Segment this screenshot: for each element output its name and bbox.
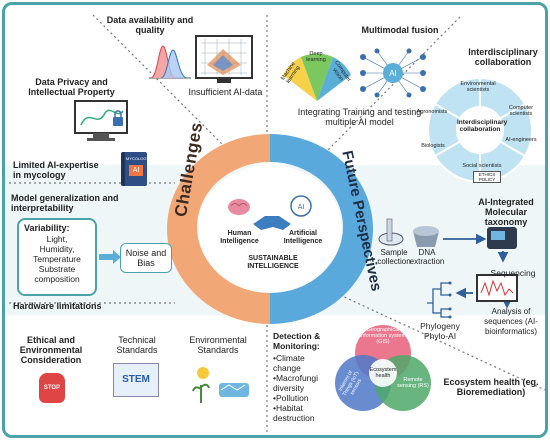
detection-item: •Climate change [273, 353, 305, 373]
ai-molecular-taxonomy-label: AI-Integrated Molecular taxonomy [478, 197, 534, 227]
variability-item: Light, [46, 234, 68, 244]
detection-item: •Macrofungi diversity [273, 373, 319, 393]
venn-rs-label: Remote sensing (RS) [397, 377, 429, 389]
interdisciplinary-collaboration-label: Interdisciplinary collaboration [468, 47, 538, 67]
collab-role-label: Agronomists [416, 109, 448, 115]
variability-title: Variability: [24, 223, 70, 233]
detection-list: •Climate change •Macrofungi diversity •P… [273, 353, 335, 423]
collab-center-label: Interdisciplinary collaboration [457, 119, 508, 133]
variability-item: Temperature [33, 254, 81, 264]
data-availability-label: Data availability and quality [106, 15, 194, 35]
artificial-intelligence-label: Artificial Intelligence [283, 230, 323, 245]
arrow-right-icon [99, 250, 121, 264]
environmental-standards-label: Environmental Standards [189, 335, 247, 355]
integrating-label: Integrating Training and testing multipl… [297, 107, 422, 127]
stop-hand-icon: STOP [39, 373, 65, 403]
handshake-icon [253, 216, 291, 230]
hardware-limitations-label: Hardware limitations [13, 301, 102, 311]
stop-label: STOP [43, 385, 61, 391]
distribution-chart-icon [149, 45, 191, 79]
variability-item: Humidity, [39, 244, 75, 254]
variability-item: Substrate [38, 264, 76, 274]
mycology-book-icon: MYCOLOGY AI [121, 152, 150, 186]
ai-head-label: AI [298, 204, 305, 211]
dna-extraction-label: DNA extraction [409, 248, 445, 266]
collab-role-label: Biologists [421, 143, 445, 149]
multimodal-fusion-label: Multimodal fusion [361, 25, 439, 35]
variability-box: Variability: Light, Humidity, Temperatur… [17, 218, 97, 296]
future-half [270, 134, 373, 324]
phylogeny-label: Phylogeny Phylo-AI [420, 321, 460, 341]
collab-role-label: Social scientists [462, 163, 502, 169]
environment-icon [192, 367, 249, 403]
stem-label: STEM [122, 374, 150, 385]
privacy-monitor-icon [74, 100, 128, 141]
fusion-segment-label: Deep learning [306, 51, 326, 63]
sustainable-intelligence-label: SUSTAINABLE INTELLIGENCE [247, 255, 299, 270]
collab-role-label: Environmental scientists [460, 81, 496, 93]
collab-role-label: Computer scientists [508, 105, 534, 117]
model-generalization-label: Model generalization and interpretabilit… [11, 193, 119, 213]
human-intelligence-label: Human Intelligence [220, 230, 259, 245]
stem-icon: STEM [113, 363, 159, 397]
venn-gis-label: Geographical information system (GIS) [359, 327, 407, 345]
technical-standards-label: Technical Standards [116, 335, 158, 355]
venn-ecosystem-label: Ecosystem health [369, 367, 397, 379]
variability-item: composition [34, 274, 80, 284]
collaboration-wheel [427, 77, 533, 183]
detection-item: •Pollution [273, 393, 309, 403]
challenges-half [167, 134, 270, 324]
sequencing-label: Sequencing [490, 268, 536, 278]
collab-role-label: AI-engineers [505, 137, 537, 143]
sample-collection-label: Sample collection [377, 248, 411, 266]
limited-ai-expertise-label: Limited AI-expertise in mycology [13, 160, 99, 180]
detection-monitoring-title: Detection & Monitoring: [273, 331, 321, 351]
data-privacy-label: Data Privacy and Intellectual Property [28, 77, 115, 97]
neural-network-icon: AI [360, 48, 426, 98]
brain-icon [228, 199, 250, 215]
analysis-label: Analysis of sequences (AI-bioinformatics… [484, 307, 538, 336]
neural-ai-label: AI [389, 69, 397, 78]
variability-items: Light, Humidity, Temperature Substrate c… [19, 234, 95, 284]
central-ring: AI [167, 134, 373, 324]
ai-surface-monitor-icon [195, 35, 253, 83]
insufficient-ai-data-label: Insufficient AI-data [188, 87, 263, 97]
taxonomy-pipeline [378, 218, 518, 319]
noise-bias-box: Noise and Bias [120, 243, 172, 273]
venn-diagram [335, 325, 431, 411]
ethics-policy-board: ETHICS POLICY [473, 171, 501, 183]
book-ai-badge: AI [129, 165, 143, 176]
ai-head-icon: AI [290, 195, 312, 217]
fusion-fan-icon [283, 53, 351, 101]
detection-item: •Habitat destruction [273, 403, 315, 423]
ethical-consideration-label: Ethical and Environmental Consideration [19, 335, 83, 365]
book-title: MYCOLOGY [126, 156, 150, 161]
ecosystem-health-label: Ecosystem health (eg. Bioremediation) [443, 377, 539, 397]
